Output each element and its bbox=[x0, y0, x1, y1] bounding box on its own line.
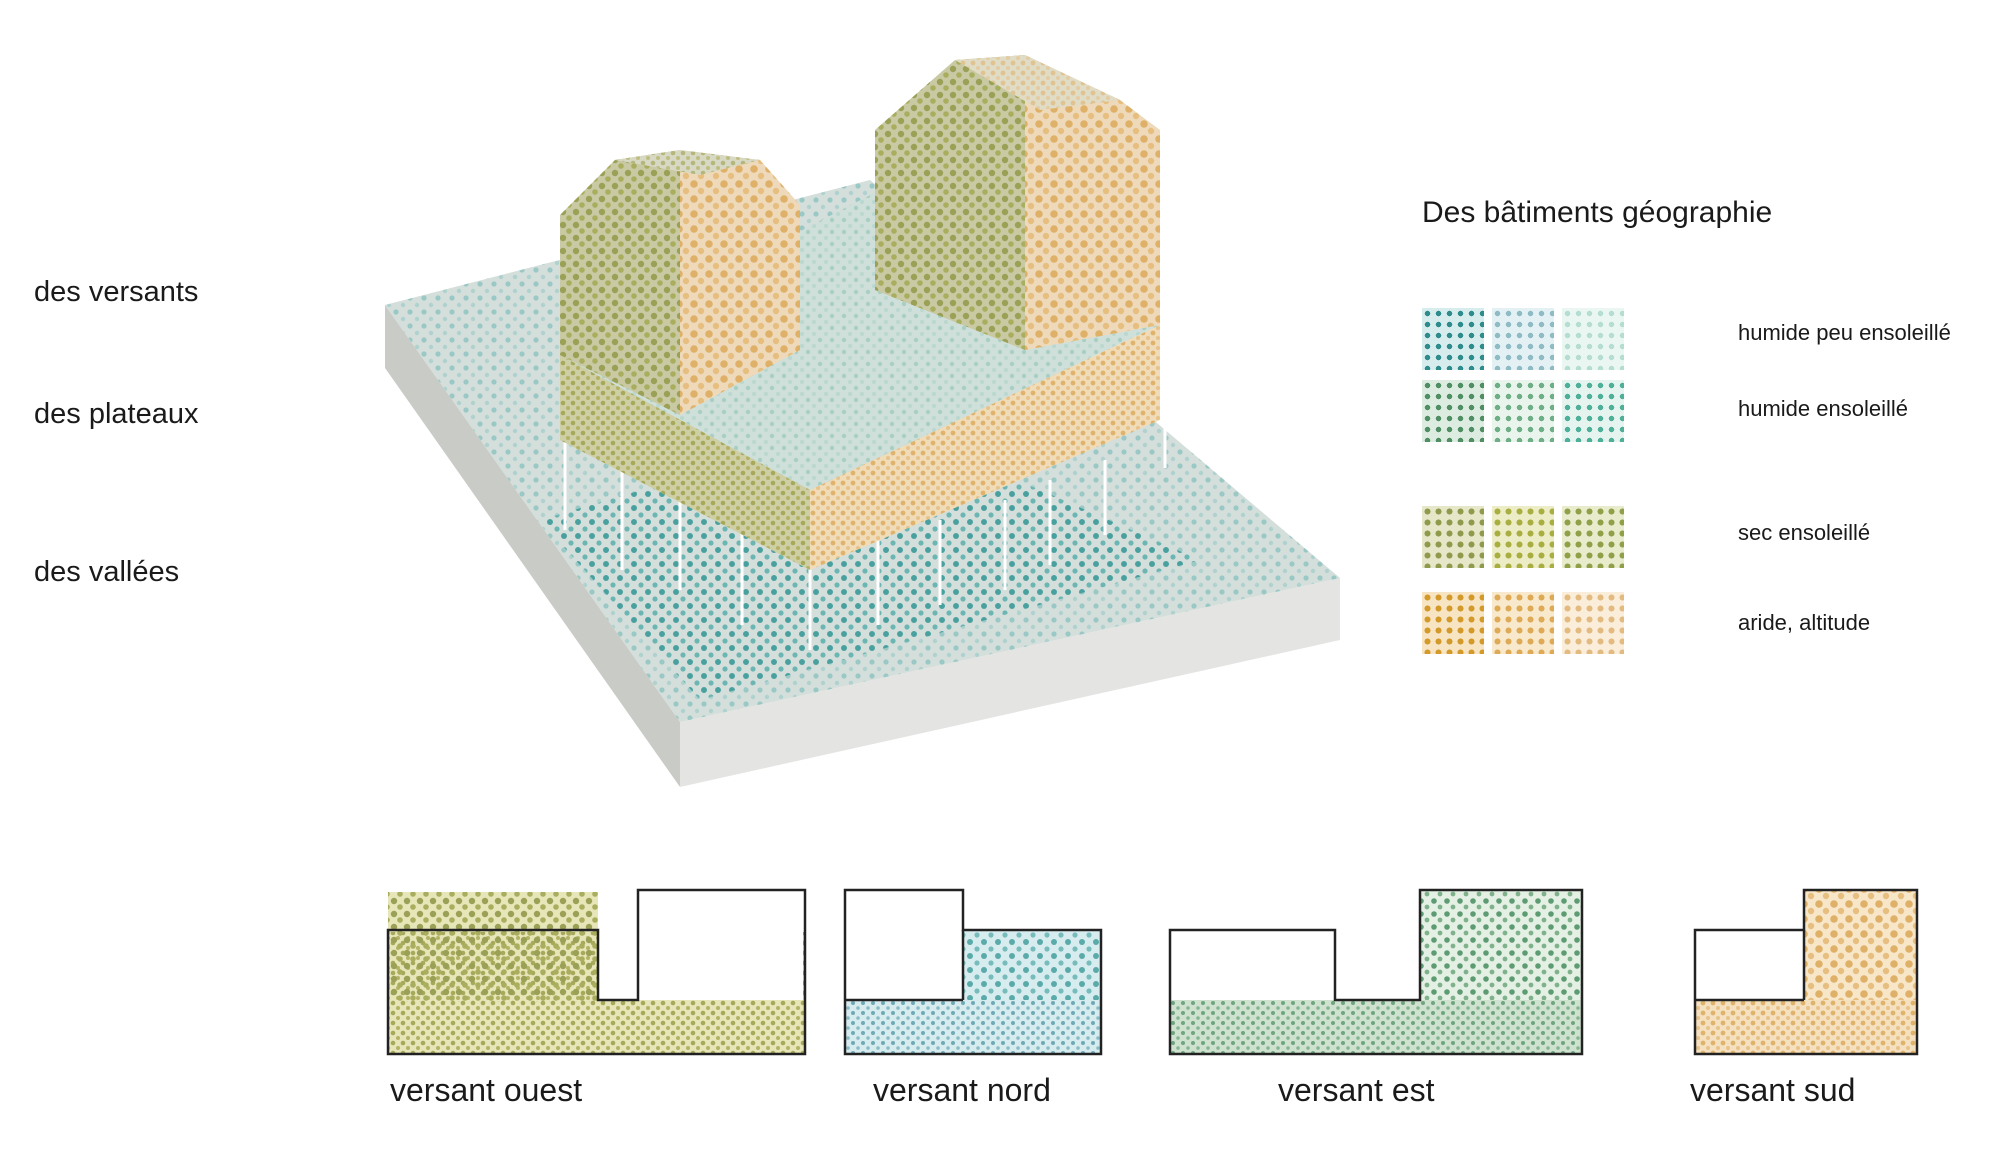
swatch-sec-1 bbox=[1422, 506, 1484, 568]
left-tower bbox=[560, 150, 800, 415]
right-tower bbox=[875, 55, 1160, 350]
swatch-humide-peu-3 bbox=[1562, 308, 1624, 370]
elevation-nord bbox=[843, 888, 1103, 1056]
label-versant-est: versant est bbox=[1278, 1072, 1435, 1108]
stilts bbox=[563, 395, 1167, 650]
label-plateaux: des plateaux bbox=[34, 398, 199, 430]
swatch-aride-1 bbox=[1422, 592, 1484, 654]
label-versant-nord: versant nord bbox=[873, 1072, 1051, 1108]
swatch-sec-3 bbox=[1562, 506, 1624, 568]
elevation-est bbox=[1168, 888, 1584, 1056]
swatch-humide-ens-2 bbox=[1492, 380, 1554, 442]
swatch-humide-peu-2 bbox=[1492, 308, 1554, 370]
label-vallees: des vallées bbox=[34, 556, 180, 588]
label-versant-sud: versant sud bbox=[1690, 1072, 1856, 1108]
elevation-ouest bbox=[386, 888, 807, 1056]
swatch-sec-2 bbox=[1492, 506, 1554, 568]
label-versant-ouest: versant ouest bbox=[390, 1072, 583, 1108]
legend-label-aride: aride, altitude bbox=[1738, 610, 1871, 635]
swatch-aride-2 bbox=[1492, 592, 1554, 654]
base-side bbox=[385, 305, 680, 787]
legend-label-humide-ens: humide ensoleillé bbox=[1738, 396, 1908, 421]
base-front bbox=[680, 578, 1340, 787]
elevation-sud bbox=[1693, 888, 1919, 1056]
legend-title: Des bâtiments géographie bbox=[1422, 196, 1773, 229]
legend-label-humide-peu: humide peu ensoleillé bbox=[1738, 320, 1951, 345]
swatch-humide-ens-3 bbox=[1562, 380, 1624, 442]
swatch-humide-ens-1 bbox=[1422, 380, 1484, 442]
swatch-aride-3 bbox=[1562, 592, 1624, 654]
swatch-humide-peu-1 bbox=[1422, 308, 1484, 370]
legend-label-sec: sec ensoleillé bbox=[1738, 520, 1871, 545]
label-versants: des versants bbox=[34, 276, 199, 308]
